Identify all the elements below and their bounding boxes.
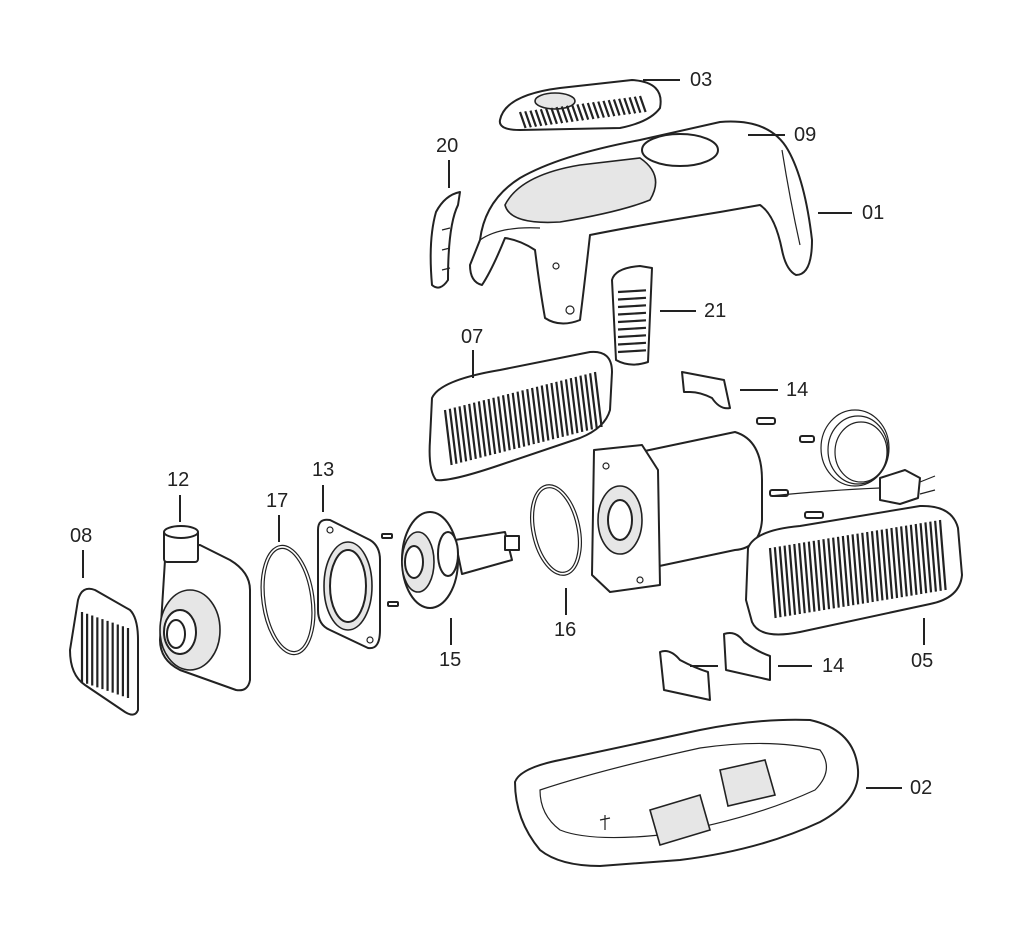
leader-lines — [82, 79, 925, 789]
front-inlet-grille-part — [69, 587, 139, 716]
pump-o-ring-part — [260, 544, 316, 656]
impeller-part — [381, 511, 520, 609]
right-filter-grille-part — [745, 504, 963, 636]
motor-support-upper-part — [681, 371, 731, 410]
part-label-02: 02 — [910, 777, 933, 799]
part-label-15: 15 — [439, 649, 462, 671]
power-cord-part — [769, 409, 936, 505]
part-label-03: 03 — [690, 69, 713, 91]
part-label-16: 16 — [554, 619, 577, 641]
part-label-13: 13 — [312, 459, 335, 481]
side-panel-part — [429, 191, 461, 289]
part-label-14-lower: 14 — [822, 655, 845, 677]
part-label-09: 09 — [794, 124, 817, 146]
motor-o-ring-part — [530, 484, 582, 576]
motor-part — [591, 431, 763, 593]
vent-insert-part — [611, 265, 653, 366]
part-label-20: 20 — [436, 135, 459, 157]
top-grille-part — [498, 79, 662, 131]
part-label-01: 01 — [862, 202, 885, 224]
rear-filter-grille-part — [428, 350, 613, 482]
part-label-08: 08 — [70, 525, 93, 547]
upper-housing-part — [469, 120, 813, 325]
part-label-17: 17 — [266, 490, 289, 512]
base-tray-part — [514, 718, 860, 867]
motor-supports-lower-part — [659, 632, 771, 701]
part-label-12: 12 — [167, 469, 190, 491]
part-label-14-upper: 14 — [786, 379, 809, 401]
part-label-05: 05 — [911, 650, 934, 672]
part-label-07: 07 — [461, 326, 484, 348]
pump-housing-part — [159, 525, 251, 692]
screws-part — [756, 417, 824, 519]
part-label-21: 21 — [704, 300, 727, 322]
pump-cover-plate-part — [317, 518, 381, 650]
